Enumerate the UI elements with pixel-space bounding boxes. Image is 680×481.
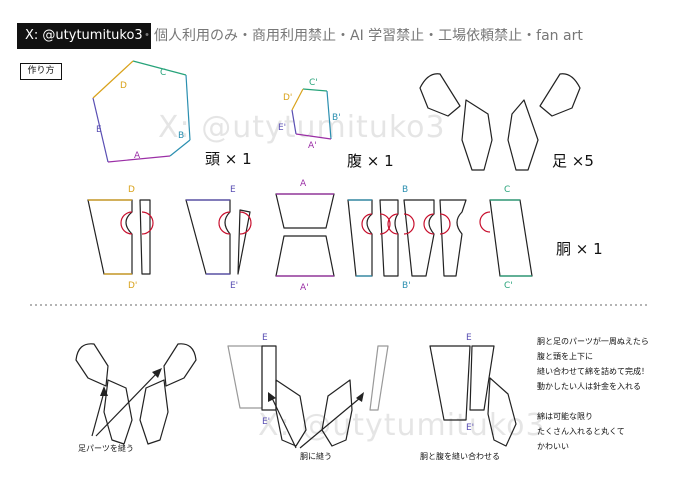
- label-torso-b: B: [402, 185, 408, 195]
- head-count-label: 頭 × 1: [205, 150, 252, 168]
- torso-count-label: 胴 × 1: [556, 240, 603, 258]
- label-belly-e: E': [278, 123, 286, 133]
- torso-pattern-row: [87, 193, 533, 277]
- torso-joint-marks: [120, 211, 491, 235]
- label-torso-c: C: [504, 185, 510, 195]
- label-torso-e2: E': [230, 281, 238, 291]
- step-sew-feet-label: 足パーツを縫う: [78, 444, 134, 453]
- label-head-a: A: [134, 151, 141, 161]
- label-head-b: B: [178, 131, 184, 141]
- note-line-1: 胴と足のパーツが一周ぬえたら: [537, 337, 649, 346]
- note-line-3: 縫い合わせて綿を詰めて完成！: [537, 367, 649, 376]
- assembly-step-torso: [227, 345, 389, 447]
- label-step2-e: E: [262, 333, 268, 343]
- foot-count-label: 足 ×5: [552, 152, 594, 170]
- step-join-label: 胴と腹を縫い合わせる: [420, 452, 500, 461]
- label-torso-a2: A': [300, 283, 309, 293]
- label-head-d: D: [120, 81, 127, 91]
- note-line-2: 腹と頭を上下に: [537, 352, 593, 361]
- belly-pattern: [291, 88, 332, 140]
- label-belly-b: B': [332, 113, 341, 123]
- foot-pattern-row: [419, 73, 581, 171]
- label-torso-d2: D': [128, 281, 137, 291]
- belly-count-label: 腹 × 1: [347, 152, 394, 170]
- label-torso-c2: C': [504, 281, 513, 291]
- label-belly-a: A': [308, 141, 317, 151]
- label-head-e: E: [96, 125, 102, 135]
- assembly-step-join: [429, 345, 517, 447]
- note-line-6: 綿は可能な限り: [537, 412, 593, 421]
- label-head-c: C: [160, 68, 166, 78]
- label-step2-e2: E': [262, 417, 270, 427]
- note-line-7: たくさん入れると丸くて: [537, 427, 625, 436]
- label-belly-c: C': [309, 78, 318, 88]
- label-step3-e: E: [466, 333, 472, 343]
- head-pattern: [92, 60, 191, 163]
- instructions-box-label: 作り方: [20, 63, 62, 80]
- label-torso-b2: B': [402, 281, 411, 291]
- label-torso-a: A: [300, 179, 307, 189]
- label-step3-e2: E': [466, 423, 474, 433]
- instruction-arrows: [91, 371, 361, 449]
- handle-tag: X: @utytumituko3: [17, 23, 151, 49]
- assembly-step-feet: [75, 343, 197, 445]
- note-line-4: 動かしたい人は針金を入れる: [537, 382, 641, 391]
- usage-notice: ・個人利用のみ・商用利用禁止・AI 学習禁止・工場依頼禁止・fan art: [140, 28, 583, 44]
- step-sew-torso-label: 胴に縫う: [300, 452, 332, 461]
- label-torso-d: D: [128, 185, 135, 195]
- note-line-8: かわいい: [537, 442, 569, 451]
- label-belly-d: D': [283, 93, 292, 103]
- watermark-top: X: @utytumituko3: [158, 110, 446, 145]
- label-torso-e: E: [230, 185, 236, 195]
